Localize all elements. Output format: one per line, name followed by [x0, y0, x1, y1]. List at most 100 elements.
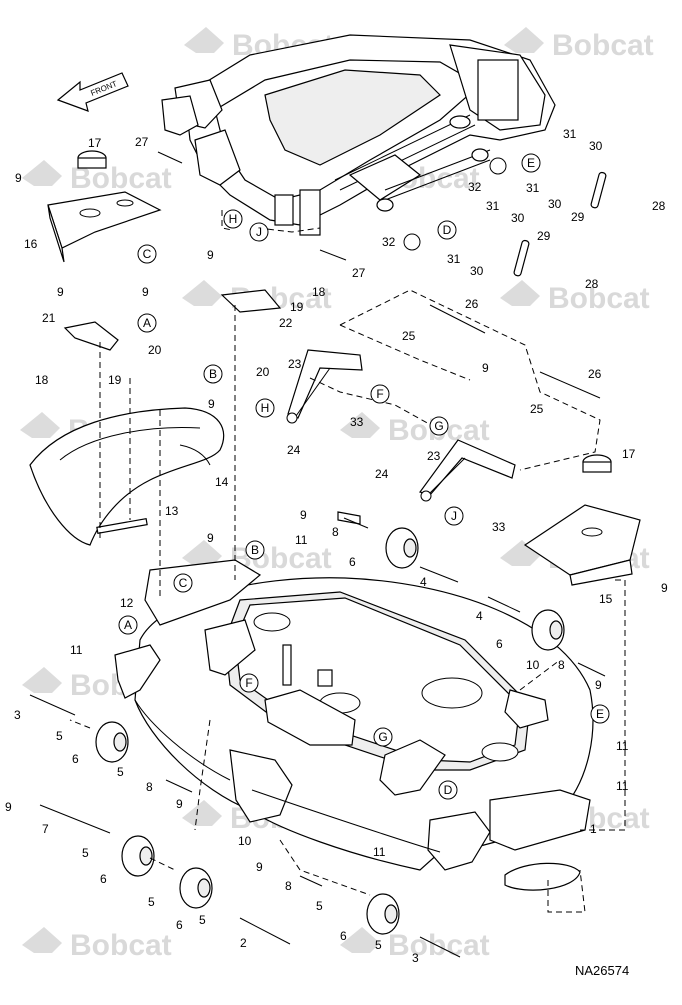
callout-9: 9 — [482, 361, 489, 375]
svg-text:A: A — [143, 316, 151, 330]
callout-4: 4 — [420, 575, 427, 589]
reference-letter-h: H — [255, 398, 275, 418]
callout-33: 33 — [492, 520, 506, 534]
callout-12: 12 — [120, 596, 134, 610]
reference-letter-a: A — [118, 615, 138, 635]
reference-letter-d: D — [437, 220, 457, 240]
callout-9: 9 — [256, 860, 263, 874]
reference-letter-h: H — [223, 209, 243, 229]
chains — [513, 171, 607, 277]
callout-9: 9 — [142, 285, 149, 299]
callout-17: 17 — [88, 136, 102, 150]
callout-20: 20 — [148, 343, 162, 357]
callout-31: 31 — [526, 181, 540, 195]
svg-text:G: G — [434, 419, 443, 433]
callout-14: 14 — [215, 475, 229, 489]
wheel-upper-mid — [385, 527, 419, 569]
callout-10: 10 — [526, 658, 540, 672]
callout-31: 31 — [447, 252, 461, 266]
callout-5: 5 — [316, 899, 323, 913]
watermark-logo-icon — [22, 667, 62, 693]
watermark-logo-icon — [182, 800, 222, 826]
wheel-left-upper — [95, 721, 129, 763]
svg-text:E: E — [596, 707, 604, 721]
watermark-logo-icon — [22, 927, 62, 953]
front-arrow: FRONT — [56, 72, 129, 112]
svg-text:D: D — [444, 783, 453, 797]
callout-11: 11 — [616, 779, 629, 793]
callout-6: 6 — [100, 872, 107, 886]
callout-11: 11 — [295, 533, 308, 547]
watermark-text: Bobcat — [70, 929, 172, 962]
callout-6: 6 — [496, 637, 503, 651]
callout-2: 2 — [240, 936, 247, 950]
callout-3: 3 — [412, 951, 419, 965]
callout-9: 9 — [661, 581, 668, 595]
caster-wheels — [95, 527, 565, 935]
watermark-logo-icon — [20, 412, 60, 438]
callout-8: 8 — [285, 879, 292, 893]
discharge-deflector — [29, 407, 225, 546]
callout-32: 32 — [382, 235, 396, 249]
svg-text:J: J — [451, 509, 457, 523]
watermark-logo-icon — [182, 280, 222, 306]
callout-6: 6 — [340, 929, 347, 943]
callout-6: 6 — [176, 918, 183, 932]
reference-letter-f: F — [239, 673, 259, 693]
svg-text:H: H — [261, 401, 270, 415]
callout-9: 9 — [207, 531, 214, 545]
reference-letter-f: F — [370, 384, 390, 404]
svg-text:C: C — [179, 576, 188, 590]
callout-27: 27 — [135, 135, 149, 149]
callout-29: 29 — [537, 229, 551, 243]
pins — [157, 151, 601, 399]
reference-letter-b: B — [203, 364, 223, 384]
right-cover-plate — [523, 454, 641, 586]
reference-letter-a: A — [137, 313, 157, 333]
svg-text:A: A — [124, 618, 132, 632]
axle-bolts — [29, 517, 606, 958]
callout-32: 32 — [468, 180, 482, 194]
reference-letter-c: C — [137, 244, 157, 264]
callout-8: 8 — [146, 780, 153, 794]
callout-6: 6 — [349, 555, 356, 569]
reference-letter-d: D — [438, 780, 458, 800]
reference-letter-j: J — [444, 506, 464, 526]
callout-9: 9 — [595, 678, 602, 692]
callout-13: 13 — [165, 504, 179, 518]
reference-letter-g: G — [429, 416, 449, 436]
reference-letter-j: J — [249, 222, 269, 242]
lift-arms — [286, 349, 516, 502]
svg-text:D: D — [443, 223, 452, 237]
svg-text:B: B — [209, 367, 217, 381]
mower-deck — [114, 559, 594, 891]
callout-31: 31 — [563, 127, 577, 141]
callout-31: 31 — [486, 199, 500, 213]
callout-26: 26 — [588, 367, 602, 381]
left-cover-plate — [47, 150, 162, 263]
callout-29: 29 — [571, 210, 585, 224]
callout-8: 8 — [332, 525, 339, 539]
callout-30: 30 — [470, 264, 484, 278]
svg-text:H: H — [229, 212, 238, 226]
tractor-frame — [161, 34, 556, 251]
callout-11: 11 — [616, 739, 629, 753]
watermark-text: Bobcat — [552, 29, 654, 62]
watermark-logo-icon — [182, 540, 222, 566]
watermark-logo-icon — [504, 27, 544, 53]
drawing-number: NA26574 — [575, 963, 629, 978]
watermark-logo-icon — [340, 927, 380, 953]
reference-letter-c: C — [173, 573, 193, 593]
watermark-logo-icon — [340, 412, 380, 438]
dashed-leaders — [69, 210, 626, 913]
svg-text:G: G — [378, 730, 387, 744]
wheel-left-lower — [121, 835, 155, 877]
svg-text:E: E — [527, 156, 535, 170]
callout-25: 25 — [402, 329, 416, 343]
callout-5: 5 — [375, 938, 382, 952]
callout-9: 9 — [57, 285, 64, 299]
callout-30: 30 — [589, 139, 603, 153]
callout-20: 20 — [256, 365, 270, 379]
callout-21: 21 — [42, 311, 56, 325]
